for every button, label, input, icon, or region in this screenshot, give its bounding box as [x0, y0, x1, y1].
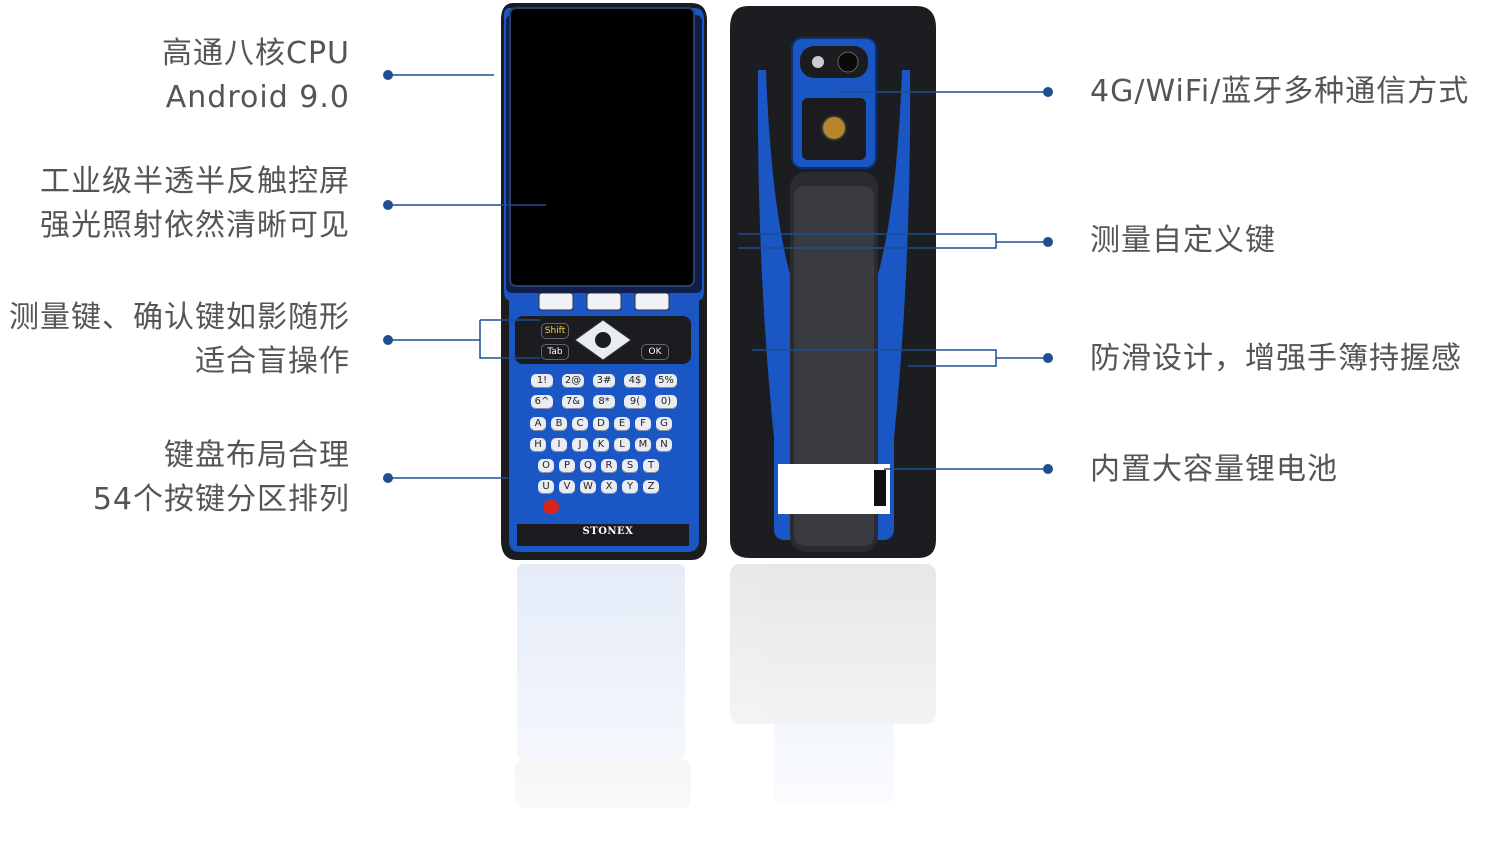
letter-key: Q [580, 459, 596, 473]
callout-dot [1043, 353, 1053, 363]
feature-keys-line2: 适合盲操作 [195, 344, 350, 379]
letter-key: D [593, 417, 609, 431]
letter-key: W [580, 480, 596, 494]
feature-keyboard-line2: 54个按键分区排列 [92, 482, 350, 517]
callout-dot [383, 200, 393, 210]
feature-cpu-line1: 高通八核CPU [162, 36, 350, 71]
number-key: 0) [655, 395, 677, 409]
callout-dot [1043, 464, 1053, 474]
feature-battery: 内置大容量锂电池 [1090, 448, 1338, 492]
callout-dot [1043, 237, 1053, 247]
key-ok: OK [641, 344, 669, 360]
letter-key: F [635, 417, 651, 431]
nav-keys [538, 292, 670, 311]
letter-key: Y [622, 480, 638, 494]
feature-battery-line1: 内置大容量锂电池 [1090, 452, 1338, 487]
number-key: 3# [593, 374, 615, 388]
letter-key: S [622, 459, 638, 473]
feature-custom-key-line1: 测量自定义键 [1090, 223, 1276, 258]
letter-key: V [559, 480, 575, 494]
letter-key: Z [643, 480, 659, 494]
letter-key: K [593, 438, 609, 452]
brand-logo: STONEX [582, 526, 634, 537]
feature-screen-line2: 强光照射依然清晰可见 [40, 208, 350, 243]
number-key: 8* [593, 395, 615, 409]
letter-key: R [601, 459, 617, 473]
battery-label [778, 464, 890, 514]
callout-dot [383, 335, 393, 345]
feature-grip-line1: 防滑设计，增强手簿持握感 [1090, 341, 1462, 376]
feature-cpu-line2: Android 9.0 [165, 80, 350, 115]
device-back [726, 6, 942, 866]
feature-keyboard-line1: 键盘布局合理 [164, 438, 350, 473]
callout-dot [383, 70, 393, 80]
number-key: 6^ [531, 395, 553, 409]
letter-key: J [572, 438, 588, 452]
number-key: 9( [624, 395, 646, 409]
key-tab: Tab [541, 344, 569, 360]
feature-custom-key: 测量自定义键 [1090, 219, 1276, 263]
letter-key: X [601, 480, 617, 494]
letter-key: T [643, 459, 659, 473]
feature-screen-line1: 工业级半透半反触控屏 [40, 164, 350, 199]
feature-keys: 测量键、确认键如影随形 适合盲操作 [9, 296, 350, 384]
number-key: 2@ [562, 374, 584, 388]
feature-screen: 工业级半透半反触控屏 强光照射依然清晰可见 [40, 160, 350, 248]
feature-connectivity-line1: 4G/WiFi/蓝牙多种通信方式 [1090, 74, 1470, 109]
letter-key: B [551, 417, 567, 431]
feature-grip: 防滑设计，增强手簿持握感 [1090, 337, 1462, 381]
letter-key: C [572, 417, 588, 431]
feature-connectivity: 4G/WiFi/蓝牙多种通信方式 [1090, 70, 1469, 114]
power-key [543, 500, 559, 514]
number-key: 1! [531, 374, 553, 388]
feature-cpu: 高通八核CPU Android 9.0 [162, 32, 350, 120]
letter-key: G [656, 417, 672, 431]
callout-dot [1043, 87, 1053, 97]
number-key: 4$ [624, 374, 646, 388]
key-shift: Shift [541, 323, 569, 339]
feature-keyboard: 键盘布局合理 54个按键分区排列 [93, 434, 350, 522]
letter-key: P [559, 459, 575, 473]
letter-key: A [530, 417, 546, 431]
letter-key: L [614, 438, 630, 452]
letter-key: M [635, 438, 651, 452]
letter-key: E [614, 417, 630, 431]
letter-key: N [656, 438, 672, 452]
feature-keys-line1: 测量键、确认键如影随形 [9, 300, 350, 335]
number-key: 7& [562, 395, 584, 409]
device-screen [510, 8, 694, 286]
letter-key: U [538, 480, 554, 494]
letter-key: I [551, 438, 567, 452]
callout-dot [383, 473, 393, 483]
letter-key: O [538, 459, 554, 473]
number-key: 5% [655, 374, 677, 388]
letter-key: H [530, 438, 546, 452]
